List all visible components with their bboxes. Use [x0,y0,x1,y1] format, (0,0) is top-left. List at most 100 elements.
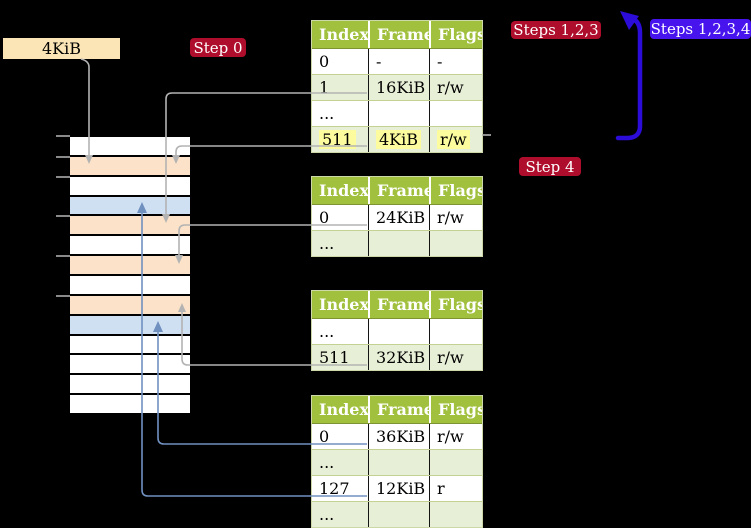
table-row: ... [312,449,482,475]
cell-value: 0 [319,427,330,446]
cell-value: 0 [319,208,330,227]
table-row: ... [312,501,482,527]
cell-value: ... [319,322,335,341]
steps-1234-badge: Steps 1,2,3,4 [650,19,751,39]
table-row: 127 12KiB r [312,475,482,501]
recursive-loop-arrow [615,11,643,141]
column-header-frame: Frame [368,177,429,204]
memory-frame-page [70,315,190,334]
frame-size-label: 4KiB [3,38,120,59]
cell-value: 12KiB [376,479,426,498]
table-cell: 127 [312,476,368,501]
cell-value: ... [319,505,335,524]
table-cell: ... [312,101,368,126]
arrow-up-left-icon [620,11,639,30]
cell-value: - [437,52,443,71]
table-cell: 12KiB [368,476,429,501]
steps-123-badge: Steps 1,2,3 [511,21,601,39]
table-cell: r/w [429,75,482,100]
table-cell [368,101,429,126]
table-cell: 0 [312,205,368,230]
column-header-frame: Frame [368,291,429,318]
cell-value: 1 [319,78,330,97]
memory-frame-free [70,395,190,414]
cell-value: ... [319,104,335,123]
table-cell: 16KiB [368,75,429,100]
step-4-badge: Step 4 [519,157,581,176]
memory-frame-free [70,236,190,255]
table-cell: 4KiB [368,127,429,152]
table-cell: r/w [429,127,482,152]
table-cell: 32KiB [368,345,429,370]
memory-frame-free [70,176,190,195]
table-cell: r/w [429,345,482,370]
column-header-flags: Flags [429,396,482,423]
cell-value: 32KiB [376,348,426,367]
address-tick [56,135,70,137]
address-tick [56,215,70,217]
table-cell [429,101,482,126]
column-header-index: Index [319,400,368,419]
table-cell: - [429,49,482,74]
table-cell: 511 [312,127,368,152]
cell-value: r/w [437,208,464,227]
table-cell [368,502,429,527]
table-row: ... [312,100,482,126]
column-header-flags: Flags [429,177,482,204]
highlighted-value: 4KiB [376,130,422,149]
address-tick [56,176,70,178]
column-header-flags: Flags [429,21,482,48]
table-cell: r [429,476,482,501]
cell-value: 127 [319,479,350,498]
cell-value: r [437,479,445,498]
table-cell: 24KiB [368,205,429,230]
table-cell: r/w [429,205,482,230]
table-cell: 1 [312,75,368,100]
memory-frame-free [70,375,190,394]
table-row: 0 36KiB r/w [312,423,482,449]
address-tick [56,255,70,257]
table-cell: 0 [312,424,368,449]
highlighted-value: 511 [319,130,356,149]
column-header-index: Index [319,295,368,314]
table-cell: r/w [429,424,482,449]
table-cell [429,502,482,527]
table-cell: ... [312,231,368,256]
cell-value: 24KiB [376,208,426,227]
memory-frame-table [70,216,190,235]
column-header-flags: Flags [429,291,482,318]
memory-frame-free [70,335,190,354]
table-cell: ... [312,450,368,475]
table-cell [368,319,429,344]
cell-value: 511 [319,348,350,367]
table-cell: 0 [312,49,368,74]
cell-value: ... [319,453,335,472]
table-row: ... [312,318,482,344]
table-row: 0-- [312,48,482,74]
memory-frame-free [70,137,190,155]
cell-value: 0 [319,52,330,71]
table-cell: 36KiB [368,424,429,449]
cell-value: 16KiB [376,78,426,97]
column-header-frame: Frame [368,21,429,48]
table-cell: 511 [312,345,368,370]
table-cell: ... [312,502,368,527]
cell-value: ... [319,234,335,253]
table-cell [368,450,429,475]
table-cell: ... [312,319,368,344]
table-cell [429,319,482,344]
cell-value: r/w [437,427,464,446]
address-tick [56,156,70,158]
table-row: 511 4KiB r/w [312,126,482,152]
memory-frame-table [70,256,190,275]
cell-value: 36KiB [376,427,426,446]
